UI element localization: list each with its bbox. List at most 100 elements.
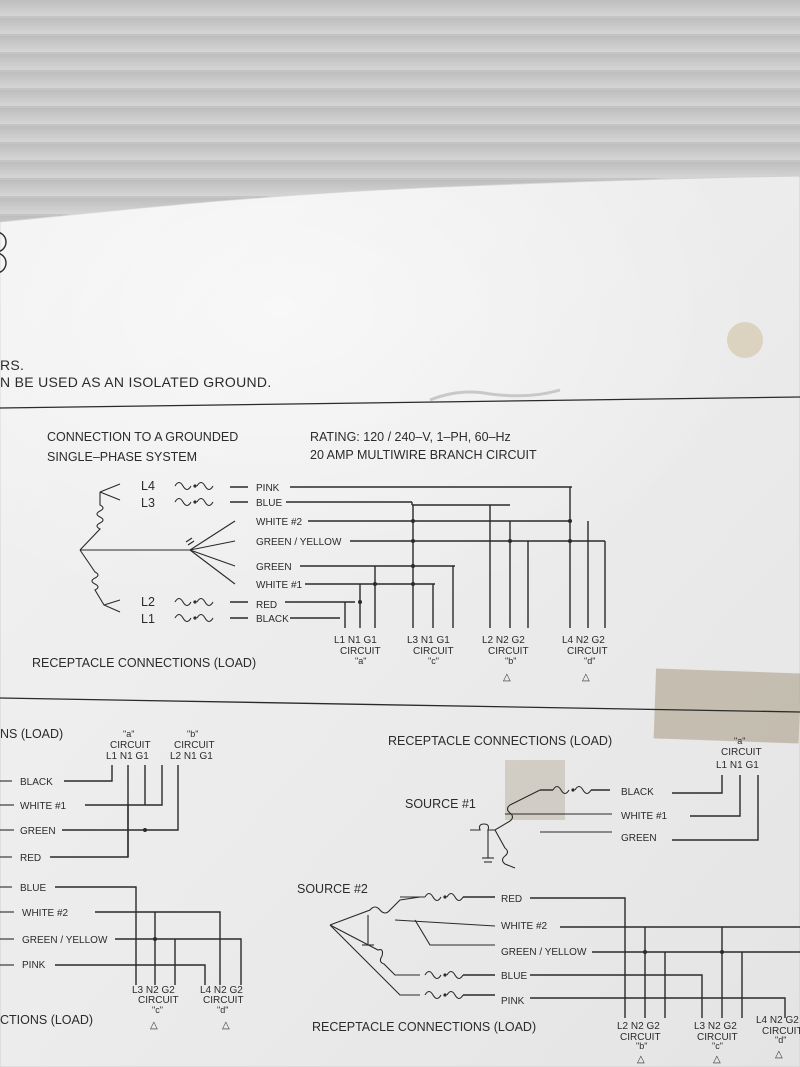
br-wire-red: RED xyxy=(501,894,522,905)
source-2: SOURCE #2 xyxy=(297,882,368,896)
line-L4: L4 xyxy=(141,479,155,493)
br-wire-white1: WHITE #1 xyxy=(621,811,668,822)
left-title-2: SINGLE–PHASE SYSTEM xyxy=(47,450,197,464)
br-wire-blue: BLUE xyxy=(501,971,527,982)
bl-wire-green: GREEN xyxy=(20,826,56,837)
edge-circle-2 xyxy=(0,253,7,273)
wire-white1: WHITE #1 xyxy=(256,580,303,591)
bl-mark-d: △ xyxy=(222,1020,230,1031)
br-header: RECEPTACLE CONNECTIONS (LOAD) xyxy=(388,734,612,748)
br-id-b: "b" xyxy=(636,1041,647,1051)
br-wire-pink: PINK xyxy=(501,996,525,1007)
br-footer: RECEPTACLE CONNECTIONS (LOAD) xyxy=(312,1020,536,1034)
paper-glare xyxy=(0,176,800,700)
br-terms-c: L3 N2 G2 xyxy=(694,1021,737,1032)
bl-label-d: CIRCUIT xyxy=(203,995,244,1006)
circuit-label-c: CIRCUIT xyxy=(413,646,454,657)
br-mark-b: △ xyxy=(637,1054,645,1065)
tape-strip-2 xyxy=(505,760,565,820)
terms-c: L3 N1 G1 xyxy=(407,635,450,646)
wire-green: GREEN xyxy=(256,562,292,573)
top-footer: RECEPTACLE CONNECTIONS (LOAD) xyxy=(32,656,256,670)
circuit-id-b: "b" xyxy=(505,656,516,666)
edge-circle xyxy=(0,232,7,252)
bl-wire-blue: BLUE xyxy=(20,883,46,894)
line-L1: L1 xyxy=(141,612,155,626)
wire-red: RED xyxy=(256,600,277,611)
br-wire-white2: WHITE #2 xyxy=(501,921,548,932)
divider-middle xyxy=(0,697,800,713)
triangle-mark-d: △ xyxy=(582,672,590,683)
bottom-left-diagram: NS (LOAD) "a" CIRCUIT L1 N1 G1 "b" CIRCU… xyxy=(0,727,244,1031)
circuit-id-a: "a" xyxy=(355,656,366,666)
circuit-a: L1 N1 G1 CIRCUIT "a" xyxy=(334,635,381,666)
tape-strip xyxy=(653,668,800,744)
bl-wire-black: BLACK xyxy=(20,777,53,788)
bl-terms-b: L2 N1 G1 xyxy=(170,751,213,762)
bl-wire-red: RED xyxy=(20,853,41,864)
wire-blue: BLUE xyxy=(256,498,282,509)
line-L2: L2 xyxy=(141,595,155,609)
triangle-mark-b: △ xyxy=(503,672,511,683)
bl-header: NS (LOAD) xyxy=(0,727,63,741)
br-wire-green-yellow: GREEN / YELLOW xyxy=(501,947,587,958)
bl-id-d: "d" xyxy=(217,1005,228,1015)
header-line-1: RS. xyxy=(0,357,24,373)
wire-pink: PINK xyxy=(256,483,280,494)
divider-top xyxy=(0,396,800,409)
br-label-b: CIRCUIT xyxy=(620,1032,661,1043)
circuit-b: L2 N2 G2 CIRCUIT "b" △ xyxy=(482,635,529,683)
br-terms-b: L2 N2 G2 xyxy=(617,1021,660,1032)
bl-id-b: "b" xyxy=(187,729,198,739)
coil-lower xyxy=(79,549,121,613)
junction-dots xyxy=(143,519,724,954)
top-diagram: CONNECTION TO A GROUNDED SINGLE–PHASE SY… xyxy=(32,430,608,683)
terms-d: L4 N2 G2 xyxy=(562,635,605,646)
br-id-a: "a" xyxy=(734,736,745,746)
br-terms-a: L1 N1 G1 xyxy=(716,760,759,771)
br-mark-c: △ xyxy=(713,1054,721,1065)
source-1: SOURCE #1 xyxy=(405,797,476,811)
bl-terms-c: L3 N2 G2 xyxy=(132,985,175,996)
bl-id-c: "c" xyxy=(152,1005,163,1015)
bl-label-b: CIRCUIT xyxy=(174,740,215,751)
rating-label: RATING: 120 / 240–V, 1–PH, 60–Hz xyxy=(310,430,511,444)
circuit-label-d: CIRCUIT xyxy=(567,646,608,657)
terms-a: L1 N1 G1 xyxy=(334,635,377,646)
left-title-1: CONNECTION TO A GROUNDED xyxy=(47,430,238,444)
wire-green-yellow: GREEN / YELLOW xyxy=(256,537,342,548)
circuit-label: 20 AMP MULTIWIRE BRANCH CIRCUIT xyxy=(310,448,537,462)
line-L3: L3 xyxy=(141,496,155,510)
bl-wire-pink: PINK xyxy=(22,960,46,971)
header-line-2: N BE USED AS AN ISOLATED GROUND. xyxy=(0,374,272,390)
br-wire-green: GREEN xyxy=(621,833,657,844)
br-label-a: CIRCUIT xyxy=(721,747,762,758)
wire-white2: WHITE #2 xyxy=(256,517,303,528)
coil-upper xyxy=(79,492,104,551)
terms-b: L2 N2 G2 xyxy=(482,635,525,646)
wire-black: BLACK xyxy=(256,614,289,625)
br-id-d: "d" xyxy=(775,1035,786,1045)
stain xyxy=(727,322,763,358)
circuit-label-a: CIRCUIT xyxy=(340,646,381,657)
bl-wire-green-yellow: GREEN / YELLOW xyxy=(22,935,108,946)
circuit-c: L3 N1 G1 CIRCUIT "c" xyxy=(407,635,454,666)
bl-terms-a: L1 N1 G1 xyxy=(106,751,149,762)
circuit-d: L4 N2 G2 CIRCUIT "d" △ xyxy=(562,635,608,683)
br-label-d: CIRCUIT xyxy=(762,1026,800,1037)
br-mark-d: △ xyxy=(775,1049,783,1060)
circuit-id-c: "c" xyxy=(428,656,439,666)
br-label-c: CIRCUIT xyxy=(697,1032,738,1043)
bl-footer: CTIONS (LOAD) xyxy=(0,1013,93,1027)
circuit-id-d: "d" xyxy=(584,656,595,666)
bl-wire-white2: WHITE #2 xyxy=(22,908,69,919)
bl-mark-c: △ xyxy=(150,1020,158,1031)
bl-label-c: CIRCUIT xyxy=(138,995,179,1006)
bl-wire-white1: WHITE #1 xyxy=(20,801,67,812)
circuit-label-b: CIRCUIT xyxy=(488,646,529,657)
br-id-c: "c" xyxy=(712,1041,723,1051)
bl-label-a: CIRCUIT xyxy=(110,740,151,751)
br-terms-d: L4 N2 G2 xyxy=(756,1015,799,1026)
bl-terms-d: L4 N2 G2 xyxy=(200,985,243,996)
wrinkle-mark xyxy=(429,388,561,402)
